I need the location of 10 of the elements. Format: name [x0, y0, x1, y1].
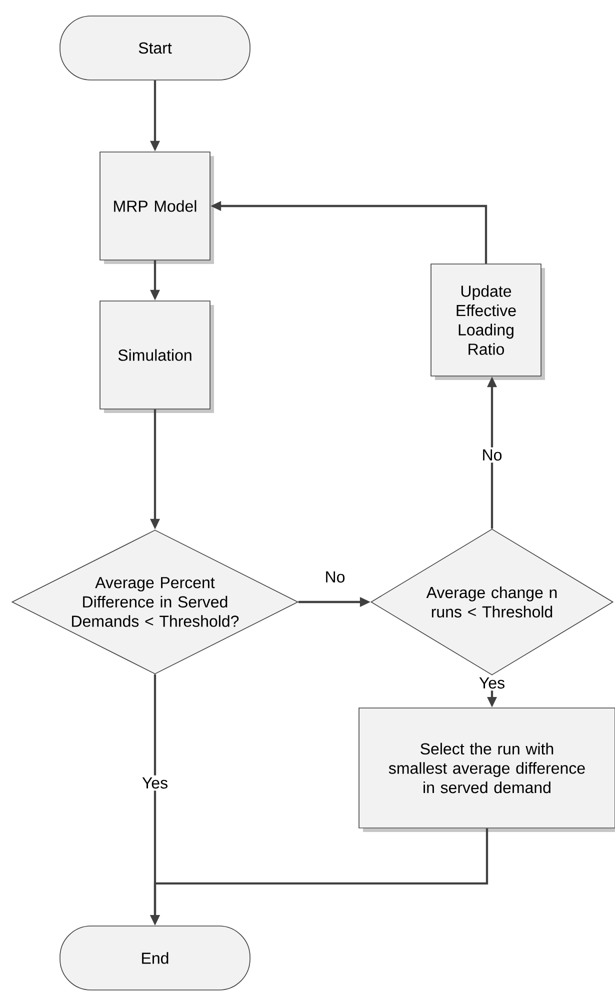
edge-label: No [480, 447, 504, 463]
process-box: Update Effective Loading Ratio [430, 264, 545, 380]
edge-label: Yes [476, 675, 508, 691]
process-box: Select the run with smallest average difference in served demand [358, 708, 615, 832]
process-box: Simulation [100, 300, 214, 413]
edge-label: No [322, 569, 348, 585]
edge-label: Yes [140, 775, 170, 791]
process-box: MRP Model [100, 152, 214, 264]
start-terminal: Start [60, 16, 250, 80]
end-terminal: End [60, 926, 250, 990]
